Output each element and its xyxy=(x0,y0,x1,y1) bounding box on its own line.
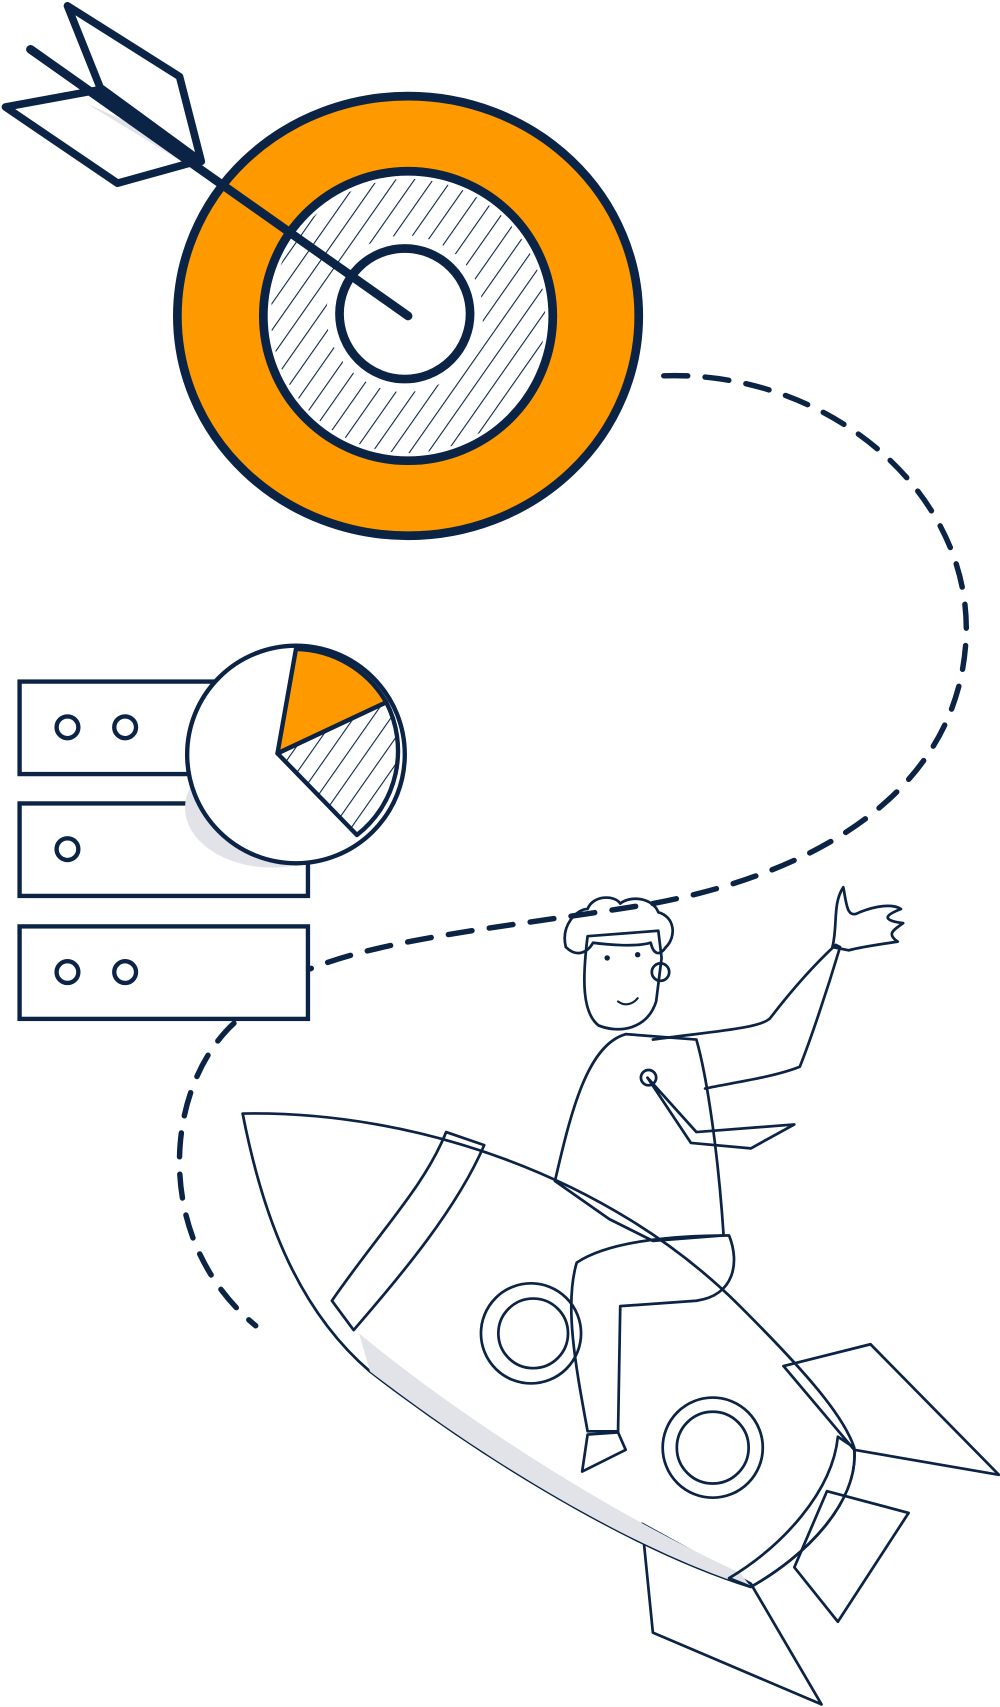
arrow-icon xyxy=(1,2,413,321)
dashed-trajectory xyxy=(307,373,969,972)
rocket-icon xyxy=(241,1112,1000,1706)
pie-chart-icon xyxy=(184,643,407,868)
person-icon xyxy=(553,885,905,1473)
dashed-trajectory-lower xyxy=(176,1020,259,1329)
server-stack-icon xyxy=(17,679,311,1022)
